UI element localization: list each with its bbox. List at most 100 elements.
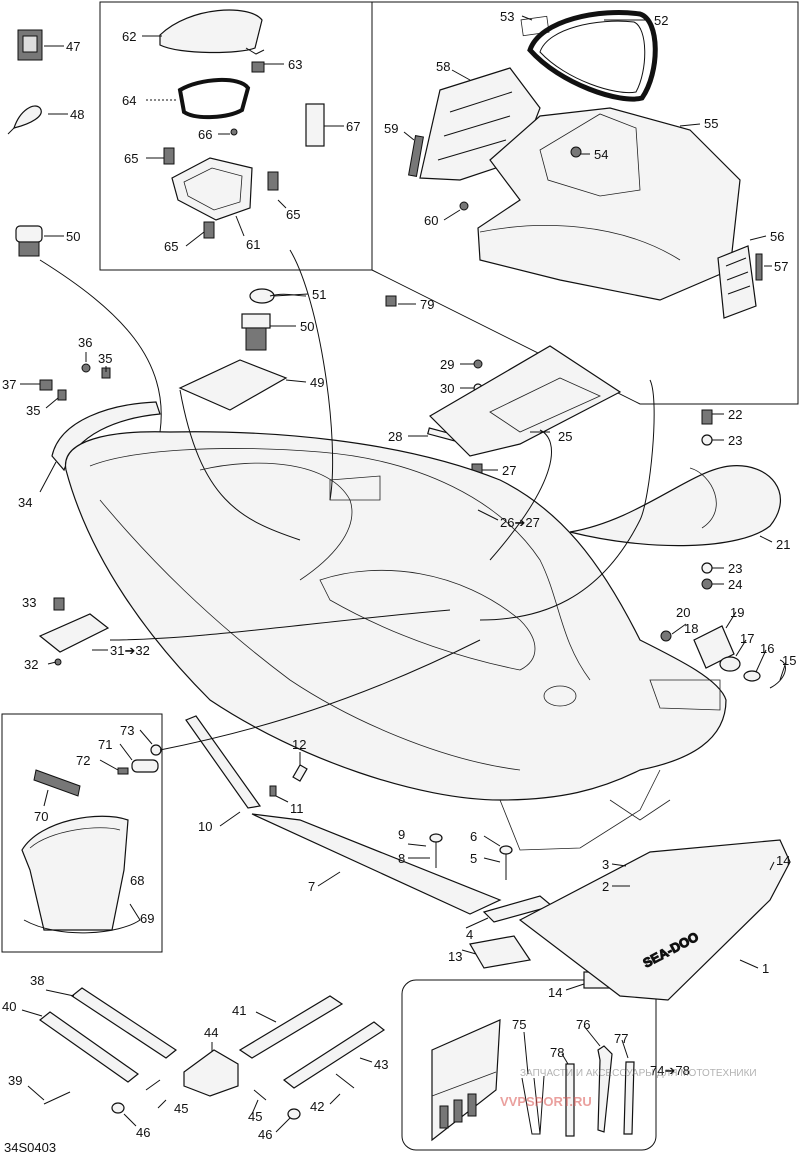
callout-44: 44 bbox=[204, 1025, 218, 1040]
gasket-part-64 bbox=[177, 77, 251, 119]
label-part-53 bbox=[520, 15, 550, 37]
callout-58: 58 bbox=[436, 59, 450, 74]
callout-16: 16 bbox=[760, 641, 774, 656]
callout-5: 5 bbox=[470, 851, 477, 866]
callout-69: 69 bbox=[140, 911, 154, 926]
rail-part-41 bbox=[238, 995, 344, 1059]
callout-labels: 47 48 50 62 63 64 66 67 65 65 65 61 53 5… bbox=[2, 9, 796, 1142]
bracket-part-25 bbox=[429, 345, 622, 457]
clip-part-65a bbox=[163, 147, 175, 165]
nut-part-24 bbox=[701, 578, 713, 590]
label-part-13 bbox=[469, 935, 532, 969]
clip-part-33 bbox=[53, 597, 65, 611]
screw-part-22 bbox=[701, 409, 713, 425]
callout-6: 6 bbox=[470, 829, 477, 844]
callout-53: 53 bbox=[500, 9, 514, 24]
callout-79: 79 bbox=[420, 297, 434, 312]
gasket-part-49 bbox=[178, 359, 288, 411]
callout-73: 73 bbox=[120, 723, 134, 738]
screw-part-45b bbox=[253, 1089, 267, 1101]
screw-part-11 bbox=[269, 785, 277, 797]
callout-52: 52 bbox=[654, 13, 668, 28]
callout-32: 32 bbox=[24, 657, 38, 672]
cable-tie-part-48 bbox=[7, 105, 42, 135]
callout-31: 31➔32 bbox=[110, 643, 150, 658]
callout-49: 49 bbox=[310, 375, 324, 390]
vent-part-56 bbox=[717, 245, 757, 319]
callout-75: 75 bbox=[512, 1017, 526, 1032]
callout-26: 26➔27 bbox=[500, 515, 540, 530]
callout-1: 1 bbox=[762, 961, 769, 976]
callout-57: 57 bbox=[774, 259, 788, 274]
watermark-tagline: ЗАПЧАСТИ И АКСЕССУАРЫ ДЛЯ МОТОТЕХНИКИ bbox=[520, 1068, 757, 1079]
callout-22: 22 bbox=[728, 407, 742, 422]
drain-plug-part-50 bbox=[15, 225, 43, 257]
trim-strip-part-10 bbox=[185, 715, 262, 809]
callout-28: 28 bbox=[388, 429, 402, 444]
gasket-part-52 bbox=[527, 10, 658, 102]
callout-78: 78 bbox=[550, 1045, 564, 1060]
callout-30: 30 bbox=[440, 381, 454, 396]
screw-part-39 bbox=[43, 1091, 71, 1105]
callout-18: 18 bbox=[684, 621, 698, 636]
callout-71: 71 bbox=[98, 737, 112, 752]
screwdriver-part-78 bbox=[565, 1063, 575, 1137]
callout-17: 17 bbox=[740, 631, 754, 646]
screw-part-45a bbox=[145, 1079, 161, 1091]
callout-19: 19 bbox=[730, 605, 744, 620]
callout-7: 7 bbox=[308, 879, 315, 894]
tow-eye-part-15 bbox=[769, 659, 786, 689]
callout-34: 34 bbox=[18, 495, 32, 510]
latch-part-63 bbox=[251, 61, 265, 73]
front-storage-bin-part-55 bbox=[477, 107, 741, 301]
fuel-cap-strap-part-51 bbox=[249, 288, 307, 304]
callout-40: 40 bbox=[2, 999, 16, 1014]
callout-23b: 23 bbox=[728, 561, 742, 576]
filler-neck-part-50 bbox=[241, 313, 271, 351]
callout-77: 77 bbox=[614, 1031, 628, 1046]
tool-bag bbox=[431, 1019, 501, 1142]
plug-part-46a bbox=[111, 1102, 125, 1114]
plate-part-31 bbox=[38, 613, 110, 653]
leader-lines bbox=[20, 15, 787, 1133]
storage-cover-part-62 bbox=[159, 9, 265, 55]
screw-part-79 bbox=[385, 295, 397, 307]
callout-76: 76 bbox=[576, 1017, 590, 1032]
callout-60: 60 bbox=[424, 213, 438, 228]
callout-46a: 46 bbox=[136, 1125, 150, 1140]
callout-54: 54 bbox=[594, 147, 608, 162]
wrench-part-77 bbox=[623, 1061, 635, 1135]
callout-13: 13 bbox=[448, 949, 462, 964]
callout-45b: 45 bbox=[248, 1109, 262, 1124]
tow-eye-plate-part-19 bbox=[693, 625, 735, 669]
callout-29: 29 bbox=[440, 357, 454, 372]
rail-part-38 bbox=[70, 987, 178, 1059]
callout-47: 47 bbox=[66, 39, 80, 54]
callout-51: 51 bbox=[312, 287, 326, 302]
callout-8: 8 bbox=[398, 851, 405, 866]
callout-41: 41 bbox=[232, 1003, 246, 1018]
callout-65a: 65 bbox=[124, 151, 138, 166]
rivet-part-12 bbox=[292, 764, 308, 782]
callout-21: 21 bbox=[776, 537, 790, 552]
gasket-part-69 bbox=[23, 903, 141, 934]
callout-14a: 14 bbox=[776, 853, 790, 868]
ride-plate-part-1: SEA-DOO bbox=[518, 839, 791, 1001]
screw-part-72 bbox=[117, 767, 129, 775]
diagram-code: 34S0403 bbox=[4, 1140, 56, 1155]
callout-65c: 65 bbox=[164, 239, 178, 254]
rail-part-43 bbox=[282, 1021, 386, 1089]
bolt-part-6 bbox=[499, 845, 513, 880]
callout-70: 70 bbox=[34, 809, 48, 824]
callout-3: 3 bbox=[602, 857, 609, 872]
callout-43: 43 bbox=[374, 1057, 388, 1072]
callout-11: 11 bbox=[290, 801, 304, 816]
callout-46b: 46 bbox=[258, 1127, 272, 1142]
callout-59: 59 bbox=[384, 121, 398, 136]
callout-68: 68 bbox=[130, 873, 144, 888]
callout-39: 39 bbox=[8, 1073, 22, 1088]
callout-67: 67 bbox=[346, 119, 360, 134]
callout-23a: 23 bbox=[728, 433, 742, 448]
callout-65b: 65 bbox=[286, 207, 300, 222]
rail-part-40 bbox=[39, 1011, 139, 1083]
